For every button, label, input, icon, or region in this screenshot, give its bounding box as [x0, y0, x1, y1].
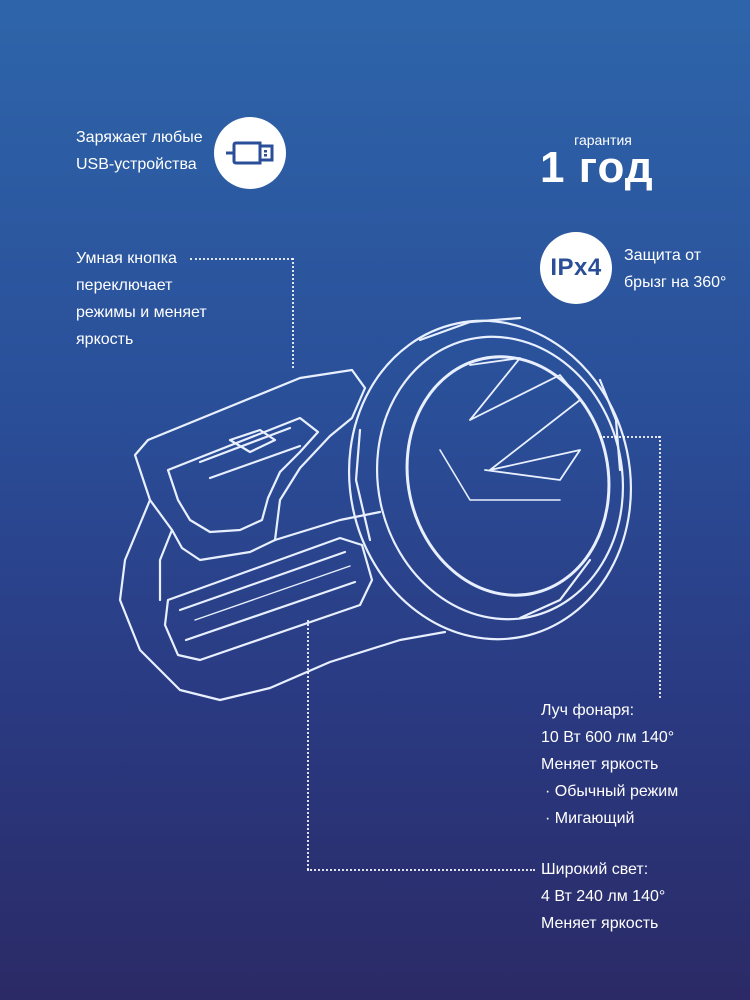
beam-spec-text: Луч фонаря: 10 Вт 600 лм 140° Меняет ярк… — [541, 697, 678, 832]
beam-line-4: · Обычный режим — [545, 783, 679, 800]
protection-line-2: брызг на 360° — [624, 274, 727, 291]
beam-line-1: Луч фонаря: — [541, 702, 635, 719]
usb-line-2: USB-устройства — [76, 156, 197, 173]
button-leader-h — [190, 258, 293, 260]
wide-spec-text: Широкий свет: 4 Вт 240 лм 140° Меняет яр… — [541, 856, 665, 937]
protection-text: Защита от брызг на 360° — [624, 242, 726, 296]
button-line-3: режимы и меняет — [76, 304, 207, 321]
ipx4-label: IPx4 — [550, 254, 602, 281]
beam-line-3: Меняет яркость — [541, 756, 659, 773]
beam-leader-v — [659, 436, 661, 698]
usb-feature-text: Заряжает любые USB-устройства — [76, 124, 203, 178]
button-line-4: яркость — [76, 331, 134, 348]
warranty-label: гарантия — [574, 132, 632, 148]
button-line-1: Умная кнопка — [76, 250, 177, 267]
usb-line-1: Заряжает любые — [76, 129, 203, 146]
usb-plug-icon — [226, 141, 274, 165]
wide-leader-v — [307, 620, 309, 870]
wide-line-1: Широкий свет: — [541, 861, 649, 878]
smart-button-text: Умная кнопка переключает режимы и меняет… — [76, 245, 207, 353]
usb-icon-circle — [214, 117, 286, 189]
wide-line-3: Меняет яркость — [541, 915, 659, 932]
button-line-2: переключает — [76, 277, 173, 294]
button-leader-v — [292, 258, 294, 368]
beam-leader-h — [600, 436, 660, 438]
warranty-value: 1 год — [540, 143, 654, 192]
wide-leader-h — [307, 869, 535, 871]
beam-line-2: 10 Вт 600 лм 140° — [541, 729, 675, 746]
protection-line-1: Защита от — [624, 247, 702, 264]
beam-line-5: · Мигающий — [545, 810, 635, 827]
wide-line-2: 4 Вт 240 лм 140° — [541, 888, 666, 905]
ipx4-badge: IPx4 — [540, 232, 612, 304]
